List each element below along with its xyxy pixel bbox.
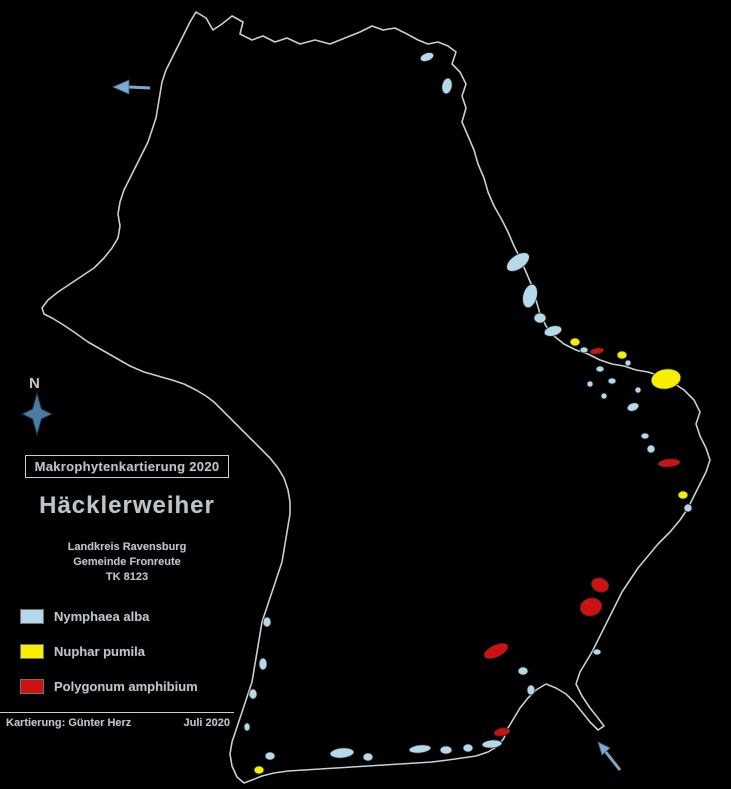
credit-author: Kartierung: Günter Herz — [6, 717, 132, 729]
nymphaea-alba-patch — [533, 312, 547, 324]
nymphaea-alba-patch — [441, 77, 453, 95]
nymphaea-alba-patch — [624, 359, 632, 367]
subtitle-district: Landkreis Ravensburg — [67, 541, 187, 553]
polygonum-amphibium-patch — [483, 642, 509, 660]
north-label: N — [29, 375, 40, 392]
nymphaea-alba-swatch — [20, 608, 44, 624]
nymphaea-alba-patch — [595, 365, 605, 373]
inflow-arrow-icon — [597, 741, 622, 771]
legend-label: Polygonum amphibium — [54, 678, 198, 694]
nuphar-pumila-patch — [616, 350, 628, 360]
page-title: Häcklerweiher — [39, 492, 215, 519]
polygonum-amphibium-patch — [590, 577, 610, 593]
outflow-arrow-icon — [112, 79, 151, 95]
subtitle-municipality: Gemeinde Fronreute — [73, 556, 181, 568]
legend-label: Nuphar pumila — [54, 643, 146, 659]
map-series-title: Makrophytenkartierung 2020 — [25, 455, 229, 478]
nymphaea-alba-patch — [526, 684, 536, 696]
nymphaea-alba-patch — [264, 751, 276, 761]
nymphaea-alba-patch — [517, 666, 529, 676]
nymphaea-alba-patch — [258, 657, 268, 671]
legend-item-nuphar-pumila: Nuphar pumila — [20, 643, 260, 659]
nymphaea-alba-patch — [506, 252, 530, 272]
nymphaea-alba-patch — [683, 503, 693, 513]
legend-item-polygonum-amphibium: Polygonum amphibium — [20, 678, 260, 694]
legend-label: Nymphaea alba — [54, 608, 150, 624]
nymphaea-alba-patch — [626, 402, 640, 412]
nymphaea-alba-patch — [408, 744, 432, 754]
credit-divider — [0, 712, 234, 713]
polygonum-amphibium-patch — [657, 458, 681, 468]
nymphaea-alba-patch — [579, 346, 589, 354]
nymphaea-alba-patch — [646, 444, 656, 454]
polygonum-amphibium-patch — [579, 597, 603, 617]
nymphaea-alba-patch — [419, 52, 435, 62]
nymphaea-alba-patch — [243, 722, 251, 732]
nymphaea-alba-patch — [634, 386, 642, 394]
lake-outline — [41, 11, 711, 784]
nymphaea-alba-patch — [586, 380, 594, 388]
north-arrow-icon — [20, 391, 54, 437]
polygonum-amphibium-patch — [493, 727, 511, 737]
polygonum-amphibium-patch — [589, 347, 605, 355]
nymphaea-alba-patch — [439, 745, 453, 755]
legend-item-nymphaea-alba: Nymphaea alba — [20, 608, 260, 624]
nymphaea-alba-patch — [522, 283, 538, 309]
nymphaea-alba-patch — [262, 616, 272, 628]
nuphar-pumila-patch — [253, 765, 265, 775]
nymphaea-alba-patch — [640, 432, 650, 440]
nymphaea-alba-patch — [543, 325, 563, 337]
nymphaea-alba-patch — [481, 739, 503, 749]
nuphar-pumila-swatch — [20, 643, 44, 659]
credit-line: Kartierung: Günter Herz Juli 2020 — [6, 717, 230, 729]
nymphaea-alba-patch — [592, 648, 602, 656]
nymphaea-alba-patch — [607, 377, 617, 385]
credit-date: Juli 2020 — [183, 717, 230, 729]
nuphar-pumila-patch — [569, 337, 581, 347]
nuphar-pumila-patch — [677, 490, 689, 500]
nymphaea-alba-patch — [362, 752, 374, 762]
nuphar-pumila-patch — [650, 368, 682, 390]
nymphaea-alba-patch — [329, 747, 355, 759]
nymphaea-alba-patch — [600, 392, 608, 400]
polygonum-amphibium-swatch — [20, 678, 44, 694]
nymphaea-alba-patch — [462, 743, 474, 753]
subtitle-map-sheet: TK 8123 — [105, 571, 149, 583]
nymphaea-alba-patch — [248, 688, 258, 700]
